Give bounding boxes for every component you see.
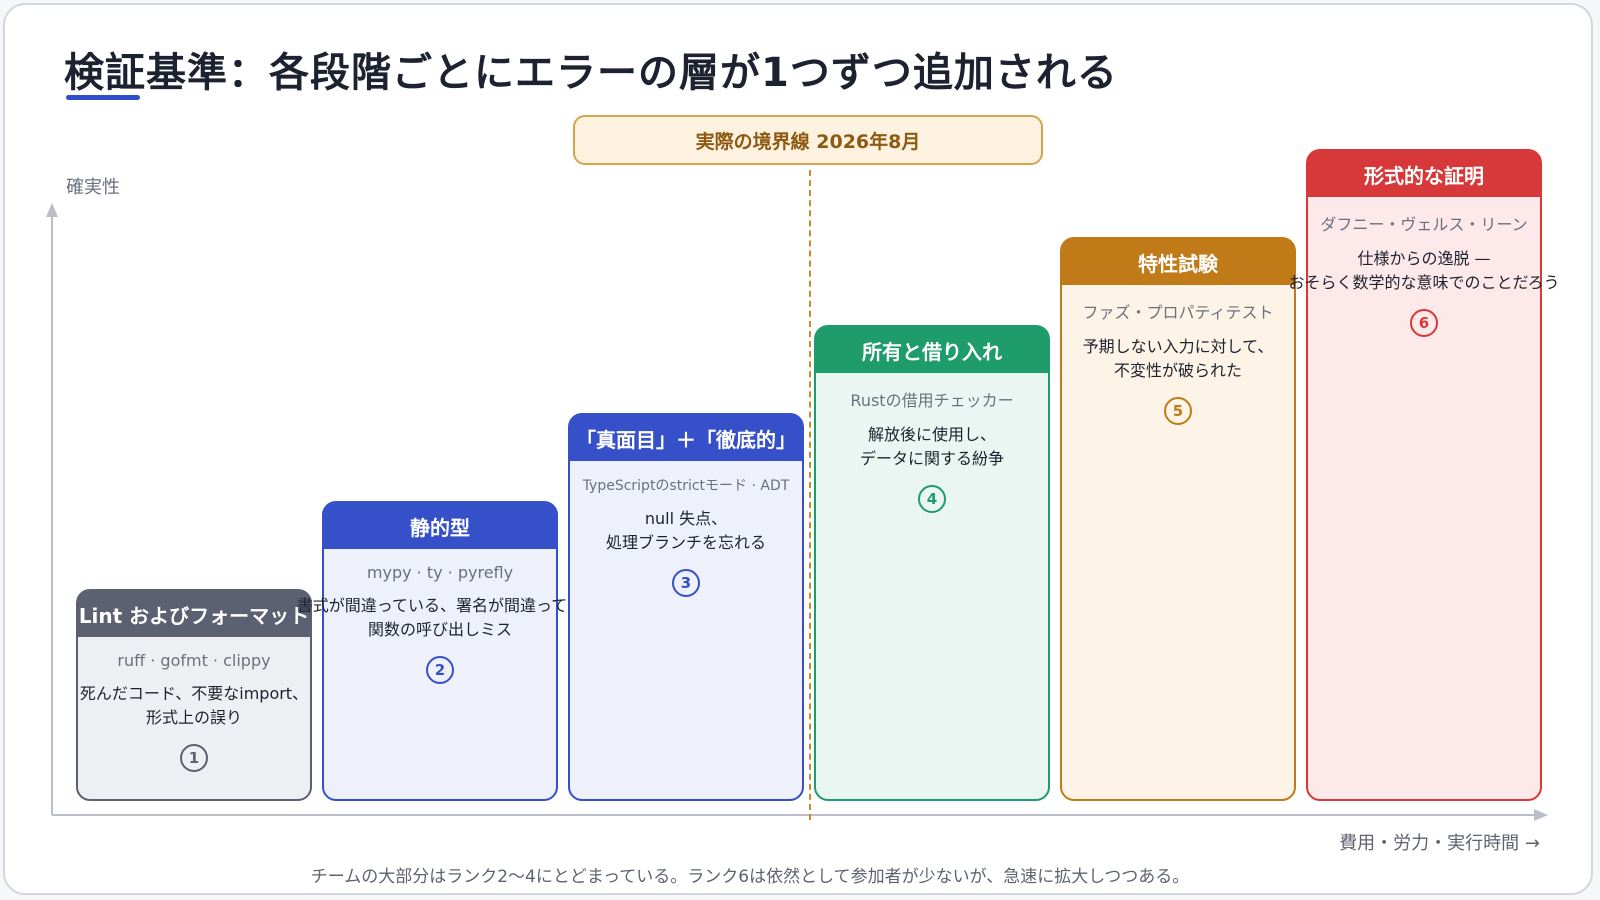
step-card-description: 死んだコード、不要なimport、 形式上の誤り	[79, 684, 309, 727]
step-card-description: 予期しない入力に対して、 不変性が破られた	[1082, 337, 1274, 380]
step-card-tools: ファズ・プロパティテスト	[1082, 303, 1274, 322]
step-card-tools: Rustの借用チェッカー	[850, 391, 1014, 410]
step-card-description: null 失点、 処理ブランチを忘れる	[605, 509, 766, 552]
x-axis-arrow	[1534, 809, 1548, 821]
step-card-tools: ダフニー・ヴェルス・リーン	[1320, 215, 1528, 234]
step-card-title: Lint およびフォーマット	[78, 591, 310, 637]
step-card-description: 解放後に使用し、 データに関する紛争	[859, 425, 1004, 468]
step-card-description: 仕様からの逸脱 — おそらく数学的な意味でのことだろう	[1288, 249, 1560, 292]
page-title: 検証基準：各段階ごとにエラーの層が1つずつ追加される	[64, 50, 1118, 96]
step-card-tools: mypy · ty · pyrefly	[366, 563, 514, 582]
step-card-title: 特性試験	[1062, 239, 1294, 285]
step-card-5: 特性試験ファズ・プロパティテスト予期しない入力に対して、 不変性が破られた 5	[1060, 237, 1296, 801]
step-card-tools: TypeScriptのstrictモード · ADT	[582, 478, 790, 494]
title-underline	[66, 95, 140, 100]
rank-badge-icon: 6	[1410, 309, 1438, 337]
step-card-description: 書式が間違っている、署名が間違ってい 関数の呼び出しミス	[296, 596, 584, 639]
step-card-1: Lint およびフォーマット ruff · gofmt · clippy 死んだコー…	[76, 589, 312, 801]
step-card-title: 「真面目」＋「徹底的」	[570, 415, 802, 461]
step-card-title: 形式的な証明	[1308, 151, 1540, 197]
rank-badge-icon: 1	[180, 744, 208, 772]
footnote: チームの大部分はランク2〜4にとどまっている。ランク6は依然として参加者が少ない…	[310, 867, 1190, 887]
boundary-line	[809, 170, 811, 820]
step-card-3: 「真面目」＋「徹底的」 TypeScriptのstrictモード · ADT nul…	[568, 413, 804, 801]
boundary-label: 実際の境界線 2026年8月	[573, 115, 1043, 165]
step-card-title: 静的型	[324, 503, 556, 549]
step-card-6: 形式的な証明ダフニー・ヴェルス・リーン仕様からの逸脱 — おそらく数学的な意味で…	[1288, 149, 1560, 801]
step-card-title: 所有と借り入れ	[816, 327, 1048, 373]
rank-badge-icon: 3	[672, 569, 700, 597]
step-card-2: 静的型 mypy · ty · pyrefly 書式が間違っている、署名が間違ってい…	[297, 501, 583, 801]
rank-badge-icon: 2	[426, 656, 454, 684]
rank-badge-icon: 5	[1164, 397, 1192, 425]
y-axis-arrow	[46, 203, 58, 217]
step-card-4: 所有と借り入れ Rustの借用チェッカー解放後に使用し、 データに関する紛争 4	[814, 325, 1050, 801]
x-axis-label: 費用・労力・実行時間 →	[1339, 833, 1540, 854]
rank-badge-icon: 4	[918, 485, 946, 513]
y-axis-label: 確実性	[66, 177, 120, 198]
step-card-tools: ruff · gofmt · clippy	[117, 651, 271, 670]
